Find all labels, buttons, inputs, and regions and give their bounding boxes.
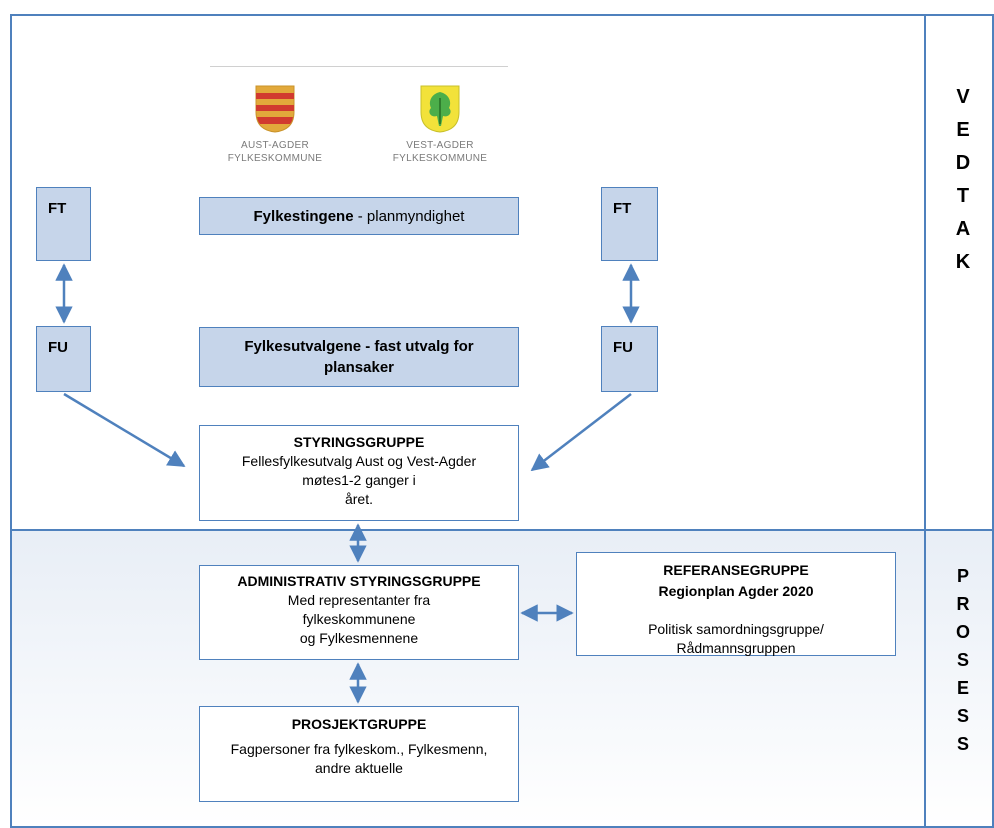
vest-agder-shield-icon: [420, 85, 460, 133]
administrativ-styringsgruppe-box: ADMINISTRATIV STYRINGSGRUPPE Med represe…: [199, 565, 519, 660]
referanse-title: REFERANSEGRUPPE: [663, 562, 809, 578]
left-ft-label: FT: [48, 200, 67, 217]
diagram-frame: [10, 14, 994, 828]
vedtak-letter: D: [955, 152, 971, 174]
referanse-subtitle: Regionplan Agder 2020: [658, 583, 814, 599]
aust-agder-shield-icon: [255, 85, 295, 133]
prosess-letter: E: [956, 678, 969, 698]
prosjektgruppe-box: PROSJEKTGRUPPE Fagpersoner fra fylkeskom…: [199, 706, 519, 802]
logo-divider: [210, 66, 508, 67]
vest-agder-line1: VEST-AGDER: [406, 140, 474, 151]
prosess-letter: S: [956, 650, 969, 670]
left-fu-box: FU: [36, 326, 91, 392]
aust-agder-line2: FYLKESKOMMUNE: [227, 153, 323, 164]
prosess-letter: S: [956, 706, 969, 726]
vest-agder-line2: FYLKESKOMMUNE: [392, 153, 488, 164]
fylkestingene-box: Fylkestingene - planmyndighet: [199, 197, 519, 235]
fylkestingene-bold: Fylkestingene: [253, 208, 354, 225]
vedtak-letter: V: [956, 86, 970, 108]
aust-agder-line1: AUST-AGDER: [240, 140, 309, 151]
fylkestingene-rest: - planmyndighet: [353, 208, 465, 225]
styringsgruppe-box: STYRINGSGRUPPE Fellesfylkesutvalg Aust o…: [199, 425, 519, 521]
right-fu-box: FU: [601, 326, 658, 392]
styringsgruppe-title: STYRINGSGRUPPE: [293, 434, 425, 450]
referansegruppe-box: REFERANSEGRUPPE Regionplan Agder 2020 Po…: [576, 552, 896, 656]
prosjekt-line2: andre aktuelle: [315, 760, 403, 776]
admin-title: ADMINISTRATIV STYRINGSGRUPPE: [237, 573, 481, 589]
admin-line2: fylkeskommunene: [302, 611, 416, 627]
admin-line3: og Fylkesmennene: [299, 630, 419, 646]
fylkesutvalgene-line2: plansaker: [323, 359, 395, 376]
styringsgruppe-line1: Fellesfylkesutvalg Aust og Vest-Agder: [241, 453, 477, 469]
referanse-line2: Rådmannsgruppen: [676, 640, 796, 656]
referanse-line1: Politisk samordningsgruppe/: [648, 621, 824, 637]
prosjekt-line1: Fagpersoner fra fylkeskom., Fylkesmenn,: [230, 741, 488, 757]
side-column-divider: [924, 14, 926, 828]
fylkesutvalgene-box: Fylkesutvalgene - fast utvalg for plansa…: [199, 327, 519, 387]
prosess-label: P R O S E S S: [948, 566, 978, 755]
left-ft-box: FT: [36, 187, 91, 261]
vedtak-letter: K: [955, 251, 971, 273]
vedtak-letter: T: [956, 185, 970, 207]
zone-divider: [10, 529, 994, 531]
right-ft-box: FT: [601, 187, 658, 261]
prosess-letter: O: [955, 622, 970, 642]
vedtak-letter: A: [955, 218, 971, 240]
prosjekt-title: PROSJEKTGRUPPE: [291, 716, 427, 732]
styringsgruppe-line3: året.: [344, 491, 373, 507]
vedtak-letter: E: [956, 119, 970, 141]
left-fu-label: FU: [48, 339, 68, 356]
vedtak-label: V E D T A K: [948, 86, 978, 274]
vest-agder-logo: VEST-AGDER FYLKESKOMMUNE: [370, 84, 510, 165]
prosess-letter: S: [956, 734, 969, 754]
right-ft-label: FT: [613, 200, 632, 217]
admin-line1: Med representanter fra: [287, 592, 431, 608]
aust-agder-logo: AUST-AGDER FYLKESKOMMUNE: [205, 84, 345, 165]
prosess-letter: P: [956, 566, 969, 586]
right-fu-label: FU: [613, 339, 633, 356]
styringsgruppe-line2: møtes1-2 ganger i: [302, 472, 416, 488]
fylkesutvalgene-line1: Fylkesutvalgene - fast utvalg for: [244, 338, 474, 355]
prosess-letter: R: [956, 594, 970, 614]
